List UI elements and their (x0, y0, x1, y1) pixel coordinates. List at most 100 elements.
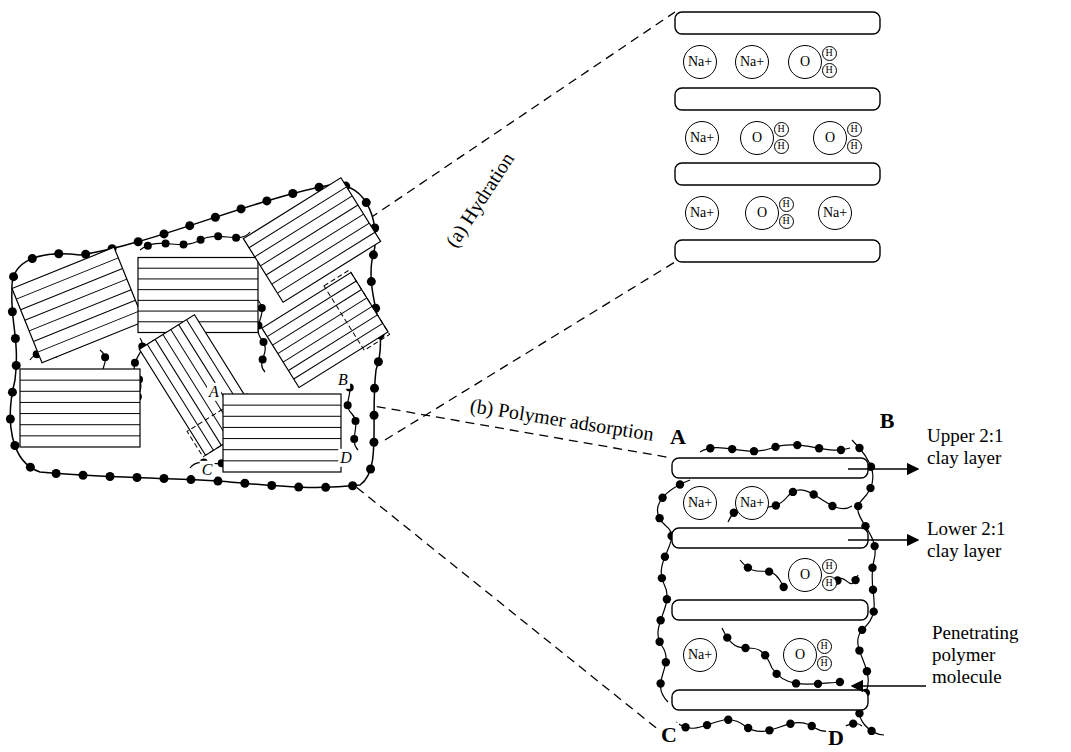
polymer-bead (8, 307, 17, 316)
polymer-bead (809, 490, 817, 498)
node-text: H (777, 124, 784, 134)
polymer-bead (814, 680, 822, 688)
polymer-bead (10, 441, 19, 450)
polymer-bead (12, 361, 21, 370)
polymer-bead (294, 483, 303, 492)
polymer-bead (159, 474, 168, 483)
polymer-label: Penetrating polymer molecule (930, 622, 1034, 688)
polymer-bead (793, 441, 801, 449)
node-text: H (825, 48, 832, 58)
clay-stack (20, 369, 140, 447)
ion-circle: Na+ (683, 486, 717, 520)
callout-arrow (848, 539, 918, 540)
clay-layer (675, 88, 880, 110)
polymer-bead (837, 446, 845, 454)
polymer-chain (722, 628, 840, 684)
polymer-bead (849, 719, 857, 727)
hydrogen-circle: H (774, 139, 789, 154)
ion-circle: O (740, 121, 774, 155)
polymer-bead (870, 542, 878, 550)
ion-circle: Na+ (735, 486, 769, 520)
polymer-bead (9, 272, 18, 281)
clay-stack (243, 178, 380, 303)
polymer-bead (863, 667, 871, 675)
polymer-bead (792, 679, 800, 687)
polymer-bead (258, 304, 266, 312)
polymer-bead (144, 242, 152, 250)
polymer-bead (662, 658, 670, 666)
hydrogen-circle: H (779, 214, 794, 229)
section-title: (b) Polymer adsorption (467, 394, 658, 446)
polymer-bead (362, 198, 371, 207)
hydrogen-circle: H (817, 639, 832, 654)
hydrogen-circle: H (779, 197, 794, 212)
polymer-bead (772, 501, 780, 509)
polymer-bead (369, 250, 378, 259)
ion-circle: Na+ (735, 45, 769, 79)
polymer-bead (237, 204, 246, 213)
polymer-bead (761, 651, 769, 659)
polymer-bead (367, 277, 376, 286)
node-text: H (782, 199, 789, 209)
hydrogen-circle: H (847, 122, 862, 137)
polymer-bead (723, 633, 731, 641)
polymer-bead (106, 472, 115, 481)
node-text: Na+ (690, 131, 714, 145)
polymer-bead (728, 445, 736, 453)
polymer-chain (345, 380, 358, 450)
clay-stack (223, 394, 341, 472)
polymer-bead (26, 463, 35, 472)
polymer-bead (765, 567, 773, 575)
polymer-bead (744, 563, 752, 571)
polymer-bead (706, 444, 714, 452)
hydrogen-circle: H (847, 139, 862, 154)
dashed-leader (345, 478, 665, 735)
polymer-bead (655, 638, 663, 646)
node-text: O (825, 131, 835, 145)
node-text: H (825, 578, 832, 588)
polymer-bead (854, 502, 862, 510)
polymer-bead (815, 444, 823, 452)
polymer-bead (779, 583, 787, 591)
polymer-bead (321, 483, 330, 492)
node-text: O (800, 568, 810, 582)
node-text: Na+ (688, 55, 712, 69)
polymer-bead (211, 213, 220, 222)
polymer-bead (858, 626, 866, 634)
ion-circle: O (783, 638, 817, 672)
polymer-bead (11, 334, 20, 343)
polymer-bead (348, 481, 357, 490)
hydrogen-circle: H (822, 63, 837, 78)
corner-letter: A (207, 383, 221, 401)
node-text: Na+ (690, 206, 714, 220)
polymer-bead (232, 234, 240, 242)
ion-circle: O (788, 558, 822, 592)
polymer-bead (868, 564, 876, 572)
clay-layer (675, 12, 880, 34)
ion-circle: Na+ (683, 638, 717, 672)
ion-circle: Na+ (683, 45, 717, 79)
node-text: H (825, 561, 832, 571)
polymer-bead (658, 574, 666, 582)
polymer-bead (374, 357, 383, 366)
polymer-bead (741, 644, 749, 652)
layer-label: Upper 2:1 clay layer (925, 425, 1029, 469)
corner-letter: D (826, 725, 846, 750)
polymer-bead (855, 444, 863, 452)
node-text: H (777, 141, 784, 151)
hydrogen-circle: H (822, 576, 837, 591)
polymer-bead (676, 480, 684, 488)
node-text: H (782, 216, 789, 226)
clay-layer (672, 690, 868, 710)
polymer-bead (681, 723, 689, 731)
callout-arrow (848, 468, 918, 469)
node-text: H (850, 124, 857, 134)
clay-stack (12, 247, 144, 362)
polymer-bead (658, 494, 666, 502)
polymer-chain (140, 232, 250, 250)
clay-layer (672, 528, 868, 548)
polymer-chain (658, 480, 690, 702)
ion-circle: Na+ (685, 196, 719, 230)
polymer-bead (724, 716, 732, 724)
aggregate (6, 178, 390, 492)
